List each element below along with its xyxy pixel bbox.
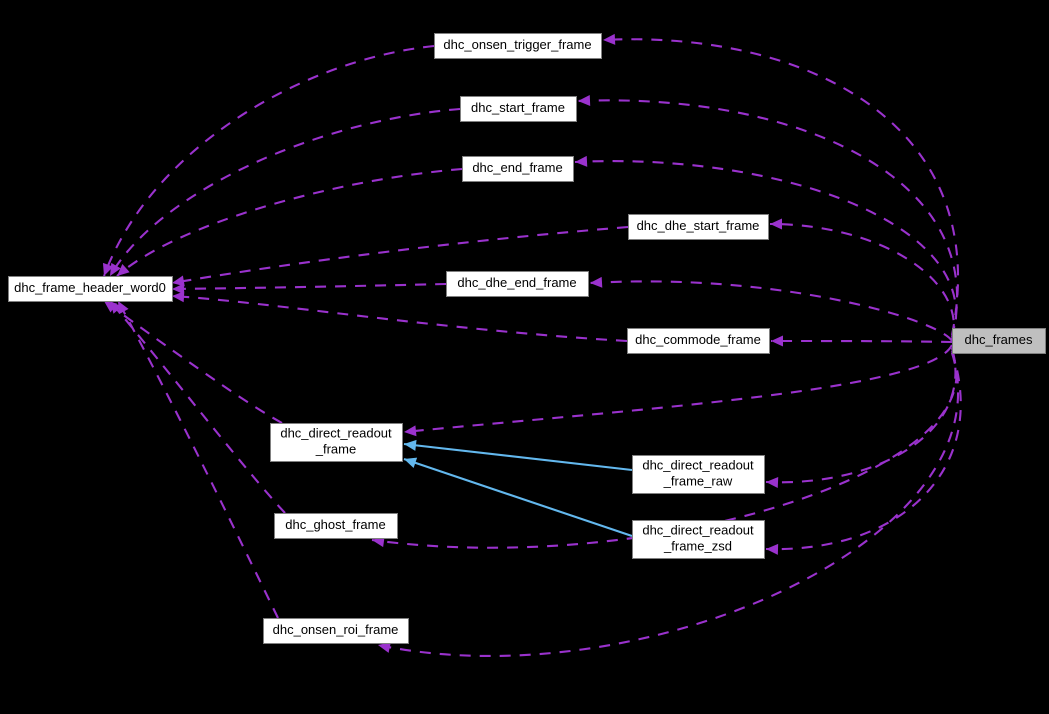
edge-dhc_onsen_roi_frame-to-dhc_frame_header_word0 bbox=[117, 300, 279, 619]
node-dhc_onsen_roi_frame[interactable]: dhc_onsen_roi_frame bbox=[263, 618, 409, 644]
arrowhead-dhc_ghost_frame-to-dhc_frame_header_word0 bbox=[110, 301, 122, 314]
node-box-dhc_frames[interactable] bbox=[952, 328, 1046, 354]
node-box-dhc_ghost_frame[interactable] bbox=[274, 513, 398, 539]
arrowhead-dhc_direct_readout_frame_zsd-inherits-dhc_direct_readout_frame bbox=[404, 457, 418, 469]
arrowhead-dhc_direct_readout_frame_raw-inherits-dhc_direct_readout_frame bbox=[404, 439, 417, 451]
edge-dhc_onsen_trigger_frame-to-dhc_frame_header_word0 bbox=[103, 44, 435, 277]
node-label-dhc_ghost_frame: dhc_ghost_frame bbox=[285, 517, 385, 532]
edge-dhc_start_frame-to-dhc_frame_header_word0 bbox=[109, 107, 461, 277]
node-label-dhc_direct_readout_frame_raw: dhc_direct_readout bbox=[642, 457, 754, 472]
edge-dhc_frames-to-dhc_onsen_trigger_frame bbox=[602, 38, 959, 336]
node-box-dhc_commode_frame[interactable] bbox=[627, 328, 770, 354]
edge-dhc_frames-to-dhc_direct_readout_frame_zsd bbox=[765, 350, 962, 551]
arrowhead-dhc_commode_frame-to-dhc_frame_header_word0 bbox=[172, 291, 185, 303]
node-label-dhc_frames: dhc_frames bbox=[965, 332, 1033, 347]
edge-dhc_direct_readout_frame_raw-inherits-dhc_direct_readout_frame bbox=[403, 442, 633, 472]
arrowhead-dhc_frames-to-dhc_onsen_trigger_frame bbox=[603, 33, 616, 45]
node-label-dhc_commode_frame: dhc_commode_frame bbox=[635, 332, 761, 347]
node-box-dhc_dhe_end_frame[interactable] bbox=[446, 271, 589, 297]
arrowhead-dhc_frames-to-dhc_direct_readout_frame_zsd bbox=[766, 543, 779, 555]
arrowhead-dhc_frames-to-dhc_dhe_end_frame bbox=[590, 276, 603, 288]
node-box-dhc_direct_readout_frame_zsd[interactable] bbox=[632, 520, 765, 559]
arrowhead-dhc_dhe_end_frame-to-dhc_frame_header_word0 bbox=[172, 283, 185, 295]
node-dhc_dhe_end_frame[interactable]: dhc_dhe_end_frame bbox=[446, 271, 589, 297]
edge-dhc_frames-to-dhc_dhe_start_frame bbox=[769, 222, 955, 341]
node-dhc_direct_readout_frame_raw[interactable]: dhc_direct_readout_frame_raw bbox=[632, 455, 765, 494]
node-box-dhc_direct_readout_frame_raw[interactable] bbox=[632, 455, 765, 494]
node-label-dhc_frame_header_word0: dhc_frame_header_word0 bbox=[14, 280, 166, 295]
arrowhead-dhc_dhe_start_frame-to-dhc_frame_header_word0 bbox=[172, 275, 185, 287]
edge-dhc_direct_readout_frame-to-dhc_frame_header_word0 bbox=[103, 300, 283, 424]
edge-dhc_frames-to-dhc_ghost_frame bbox=[371, 352, 958, 549]
edge-layer bbox=[102, 33, 962, 658]
node-label-dhc_direct_readout_frame: _frame bbox=[315, 441, 356, 456]
arrowhead-dhc_onsen_trigger_frame-to-dhc_frame_header_word0 bbox=[102, 262, 114, 276]
node-label-dhc_dhe_end_frame: dhc_dhe_end_frame bbox=[457, 275, 576, 290]
node-label-dhc_onsen_roi_frame: dhc_onsen_roi_frame bbox=[273, 622, 399, 637]
node-label-dhc_direct_readout_frame_zsd: dhc_direct_readout bbox=[642, 522, 754, 537]
node-dhc_direct_readout_frame[interactable]: dhc_direct_readout_frame bbox=[270, 423, 403, 462]
node-dhc_frames[interactable]: dhc_frames bbox=[952, 328, 1046, 354]
node-box-dhc_frame_header_word0[interactable] bbox=[8, 276, 173, 302]
edge-dhc_frames-to-dhc_commode_frame bbox=[770, 339, 953, 344]
node-box-dhc_direct_readout_frame[interactable] bbox=[270, 423, 403, 462]
edge-dhc_frames-to-dhc_direct_readout_frame_raw bbox=[765, 347, 957, 484]
node-box-dhc_onsen_roi_frame[interactable] bbox=[263, 618, 409, 644]
node-dhc_direct_readout_frame_zsd[interactable]: dhc_direct_readout_frame_zsd bbox=[632, 520, 765, 559]
node-dhc_dhe_start_frame[interactable]: dhc_dhe_start_frame bbox=[628, 214, 769, 240]
node-label-dhc_end_frame: dhc_end_frame bbox=[472, 160, 562, 175]
node-box-dhc_onsen_trigger_frame[interactable] bbox=[434, 33, 602, 59]
arrowhead-dhc_frames-to-dhc_onsen_roi_frame bbox=[378, 642, 391, 653]
node-dhc_onsen_trigger_frame[interactable]: dhc_onsen_trigger_frame bbox=[434, 33, 602, 59]
edge-dhc_frames-to-dhc_end_frame bbox=[574, 160, 958, 340]
arrowhead-dhc_start_frame-to-dhc_frame_header_word0 bbox=[110, 262, 121, 276]
edge-dhc_dhe_start_frame-to-dhc_frame_header_word0 bbox=[171, 225, 629, 285]
edge-dhc_dhe_end_frame-to-dhc_frame_header_word0 bbox=[171, 282, 447, 291]
edge-dhc_frames-to-dhc_direct_readout_frame bbox=[403, 344, 953, 434]
node-box-dhc_end_frame[interactable] bbox=[462, 156, 574, 182]
node-label-dhc_direct_readout_frame_zsd: _frame_zsd bbox=[663, 538, 732, 553]
arrowhead-dhc_frames-to-dhc_direct_readout_frame_raw bbox=[766, 477, 779, 489]
node-label-dhc_onsen_trigger_frame: dhc_onsen_trigger_frame bbox=[443, 37, 591, 52]
node-dhc_end_frame[interactable]: dhc_end_frame bbox=[462, 156, 574, 182]
arrowhead-dhc_frames-to-dhc_start_frame bbox=[578, 95, 591, 106]
node-label-dhc_direct_readout_frame: dhc_direct_readout bbox=[280, 425, 392, 440]
node-dhc_ghost_frame[interactable]: dhc_ghost_frame bbox=[274, 513, 398, 539]
node-layer: dhc_frame_header_word0 dhc_onsen_trigger_… bbox=[8, 33, 1046, 644]
edge-dhc_end_frame-to-dhc_frame_header_word0 bbox=[116, 167, 463, 277]
edge-dhc_frames-to-dhc_start_frame bbox=[577, 99, 959, 338]
arrowhead-dhc_frames-to-dhc_direct_readout_frame bbox=[404, 425, 417, 437]
edge-dhc_ghost_frame-to-dhc_frame_header_word0 bbox=[109, 300, 286, 514]
arrowhead-dhc_frames-to-dhc_dhe_start_frame bbox=[770, 218, 782, 230]
node-box-dhc_dhe_start_frame[interactable] bbox=[628, 214, 769, 240]
node-dhc_start_frame[interactable]: dhc_start_frame bbox=[460, 96, 577, 122]
node-dhc_frame_header_word0[interactable]: dhc_frame_header_word0 bbox=[8, 276, 173, 302]
arrowhead-dhc_frames-to-dhc_commode_frame bbox=[771, 335, 783, 347]
edge-dhc_direct_readout_frame_zsd-inherits-dhc_direct_readout_frame bbox=[403, 458, 633, 537]
node-label-dhc_direct_readout_frame_raw: _frame_raw bbox=[663, 473, 733, 488]
edge-dhc_frames-to-dhc_onsen_roi_frame bbox=[377, 352, 960, 658]
node-label-dhc_start_frame: dhc_start_frame bbox=[471, 100, 565, 115]
edge-dhc_frames-to-dhc_dhe_end_frame bbox=[589, 280, 953, 342]
arrowhead-dhc_frames-to-dhc_end_frame bbox=[575, 155, 588, 167]
arrowhead-dhc_onsen_roi_frame-to-dhc_frame_header_word0 bbox=[118, 301, 129, 315]
edge-dhc_commode_frame-to-dhc_frame_header_word0 bbox=[171, 294, 628, 343]
node-dhc_commode_frame[interactable]: dhc_commode_frame bbox=[627, 328, 770, 354]
node-box-dhc_start_frame[interactable] bbox=[460, 96, 577, 122]
arrowhead-dhc_end_frame-to-dhc_frame_header_word0 bbox=[117, 263, 130, 276]
node-label-dhc_dhe_start_frame: dhc_dhe_start_frame bbox=[637, 218, 760, 233]
